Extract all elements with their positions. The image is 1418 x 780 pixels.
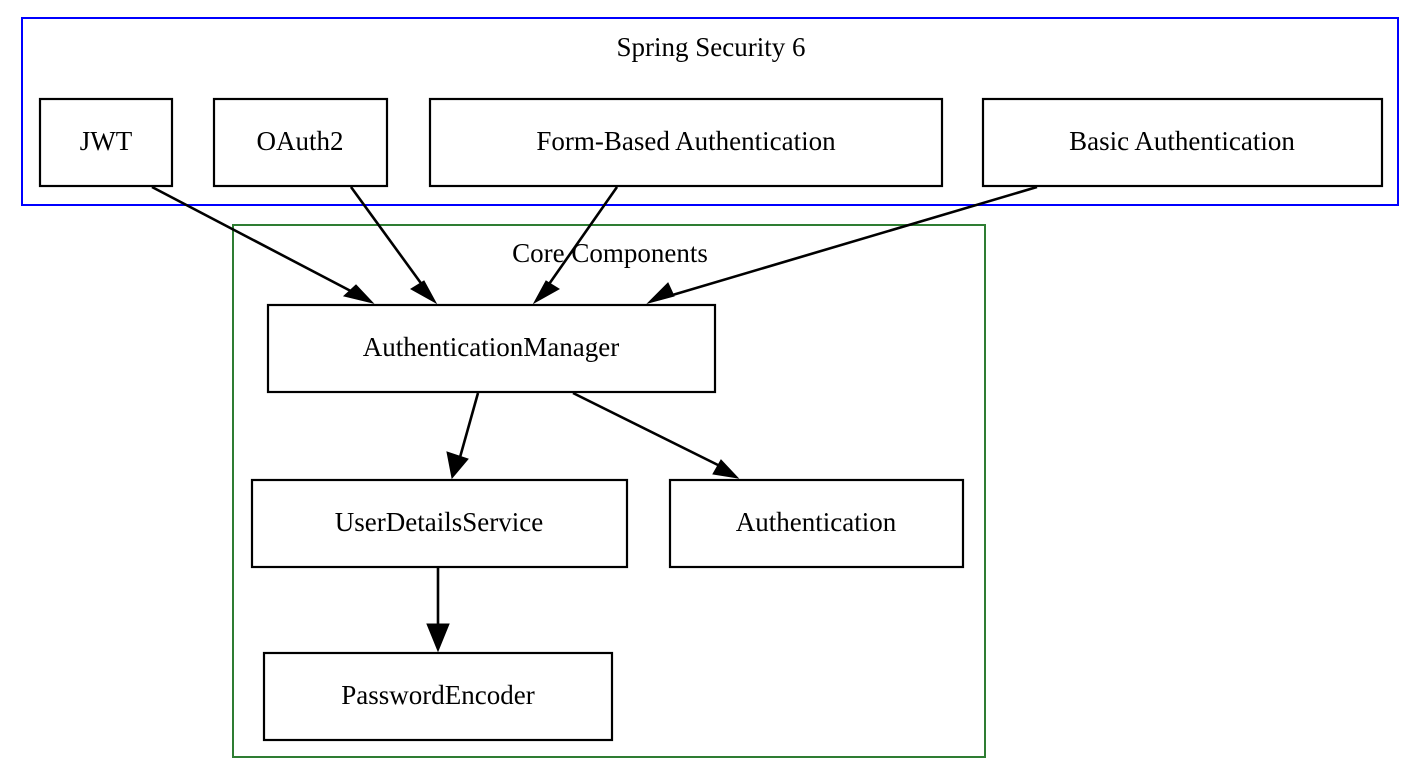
- node-authentication-manager[interactable]: AuthenticationManager: [266, 303, 717, 394]
- edge-line: [151, 185, 367, 301]
- node-jwt-box[interactable]: [38, 97, 174, 188]
- node-authentication-box[interactable]: [668, 478, 965, 569]
- arrowhead-icon: [410, 280, 438, 305]
- edge-authentication-manager-to-authentication: [572, 391, 740, 479]
- node-oauth2-box[interactable]: [212, 97, 389, 188]
- node-form-based-authentication-box[interactable]: [428, 97, 944, 188]
- node-jwt-label: JWT: [80, 126, 133, 156]
- arrowhead-icon: [532, 280, 560, 305]
- node-form-based-authentication-label: Form-Based Authentication: [536, 126, 836, 156]
- cluster-group: Spring Security 6 Core Components: [21, 17, 1399, 758]
- edge-form-based-auth-to-authentication-manager: [532, 186, 619, 305]
- arrowhead-icon: [646, 282, 675, 304]
- node-basic-authentication-label: Basic Authentication: [1069, 126, 1295, 156]
- edge-line: [349, 186, 433, 298]
- node-form-based-authentication[interactable]: Form-Based Authentication: [428, 97, 944, 188]
- edge-user-details-service-to-password-encoder: [426, 568, 450, 653]
- node-oauth2-label: OAuth2: [257, 126, 344, 156]
- node-user-details-service[interactable]: UserDetailsService: [250, 478, 629, 569]
- arrowhead-icon: [446, 451, 469, 480]
- node-oauth2[interactable]: OAuth2: [212, 97, 389, 188]
- edge-group: [151, 185, 1038, 653]
- edge-authentication-manager-to-user-details-service: [446, 392, 480, 480]
- cluster-spring-security-6: Spring Security 6: [21, 17, 1399, 206]
- cluster-spring-security-6-border: [21, 17, 1399, 206]
- arrowhead-icon: [426, 623, 450, 653]
- node-authentication-manager-label: AuthenticationManager: [363, 332, 619, 362]
- node-password-encoder-label: PasswordEncoder: [341, 680, 534, 710]
- edge-jwt-to-authentication-manager: [151, 185, 375, 304]
- node-jwt[interactable]: JWT: [38, 97, 174, 188]
- node-basic-authentication-box[interactable]: [981, 97, 1384, 188]
- edge-line: [572, 391, 729, 472]
- node-authentication-manager-box[interactable]: [266, 303, 717, 394]
- edge-line: [455, 392, 480, 469]
- node-group: JWT OAuth2 Form-Based Authentication Bas…: [38, 97, 1384, 742]
- edge-basic-auth-to-authentication-manager: [646, 185, 1038, 304]
- node-user-details-service-box[interactable]: [250, 478, 629, 569]
- cluster-core-components: Core Components: [232, 224, 986, 758]
- edge-line: [538, 186, 619, 298]
- cluster-core-components-border: [232, 224, 986, 758]
- node-user-details-service-label: UserDetailsService: [335, 507, 543, 537]
- edge-oauth2-to-authentication-manager: [349, 186, 438, 305]
- node-password-encoder[interactable]: PasswordEncoder: [262, 651, 614, 742]
- arrowhead-icon: [712, 459, 740, 479]
- node-basic-authentication[interactable]: Basic Authentication: [981, 97, 1384, 188]
- cluster-core-components-label: Core Components: [512, 238, 708, 268]
- edge-line: [658, 185, 1038, 301]
- cluster-spring-security-6-label: Spring Security 6: [617, 32, 806, 62]
- node-password-encoder-box[interactable]: [262, 651, 614, 742]
- node-authentication-label: Authentication: [736, 507, 897, 537]
- node-authentication[interactable]: Authentication: [668, 478, 965, 569]
- arrowhead-icon: [342, 284, 375, 304]
